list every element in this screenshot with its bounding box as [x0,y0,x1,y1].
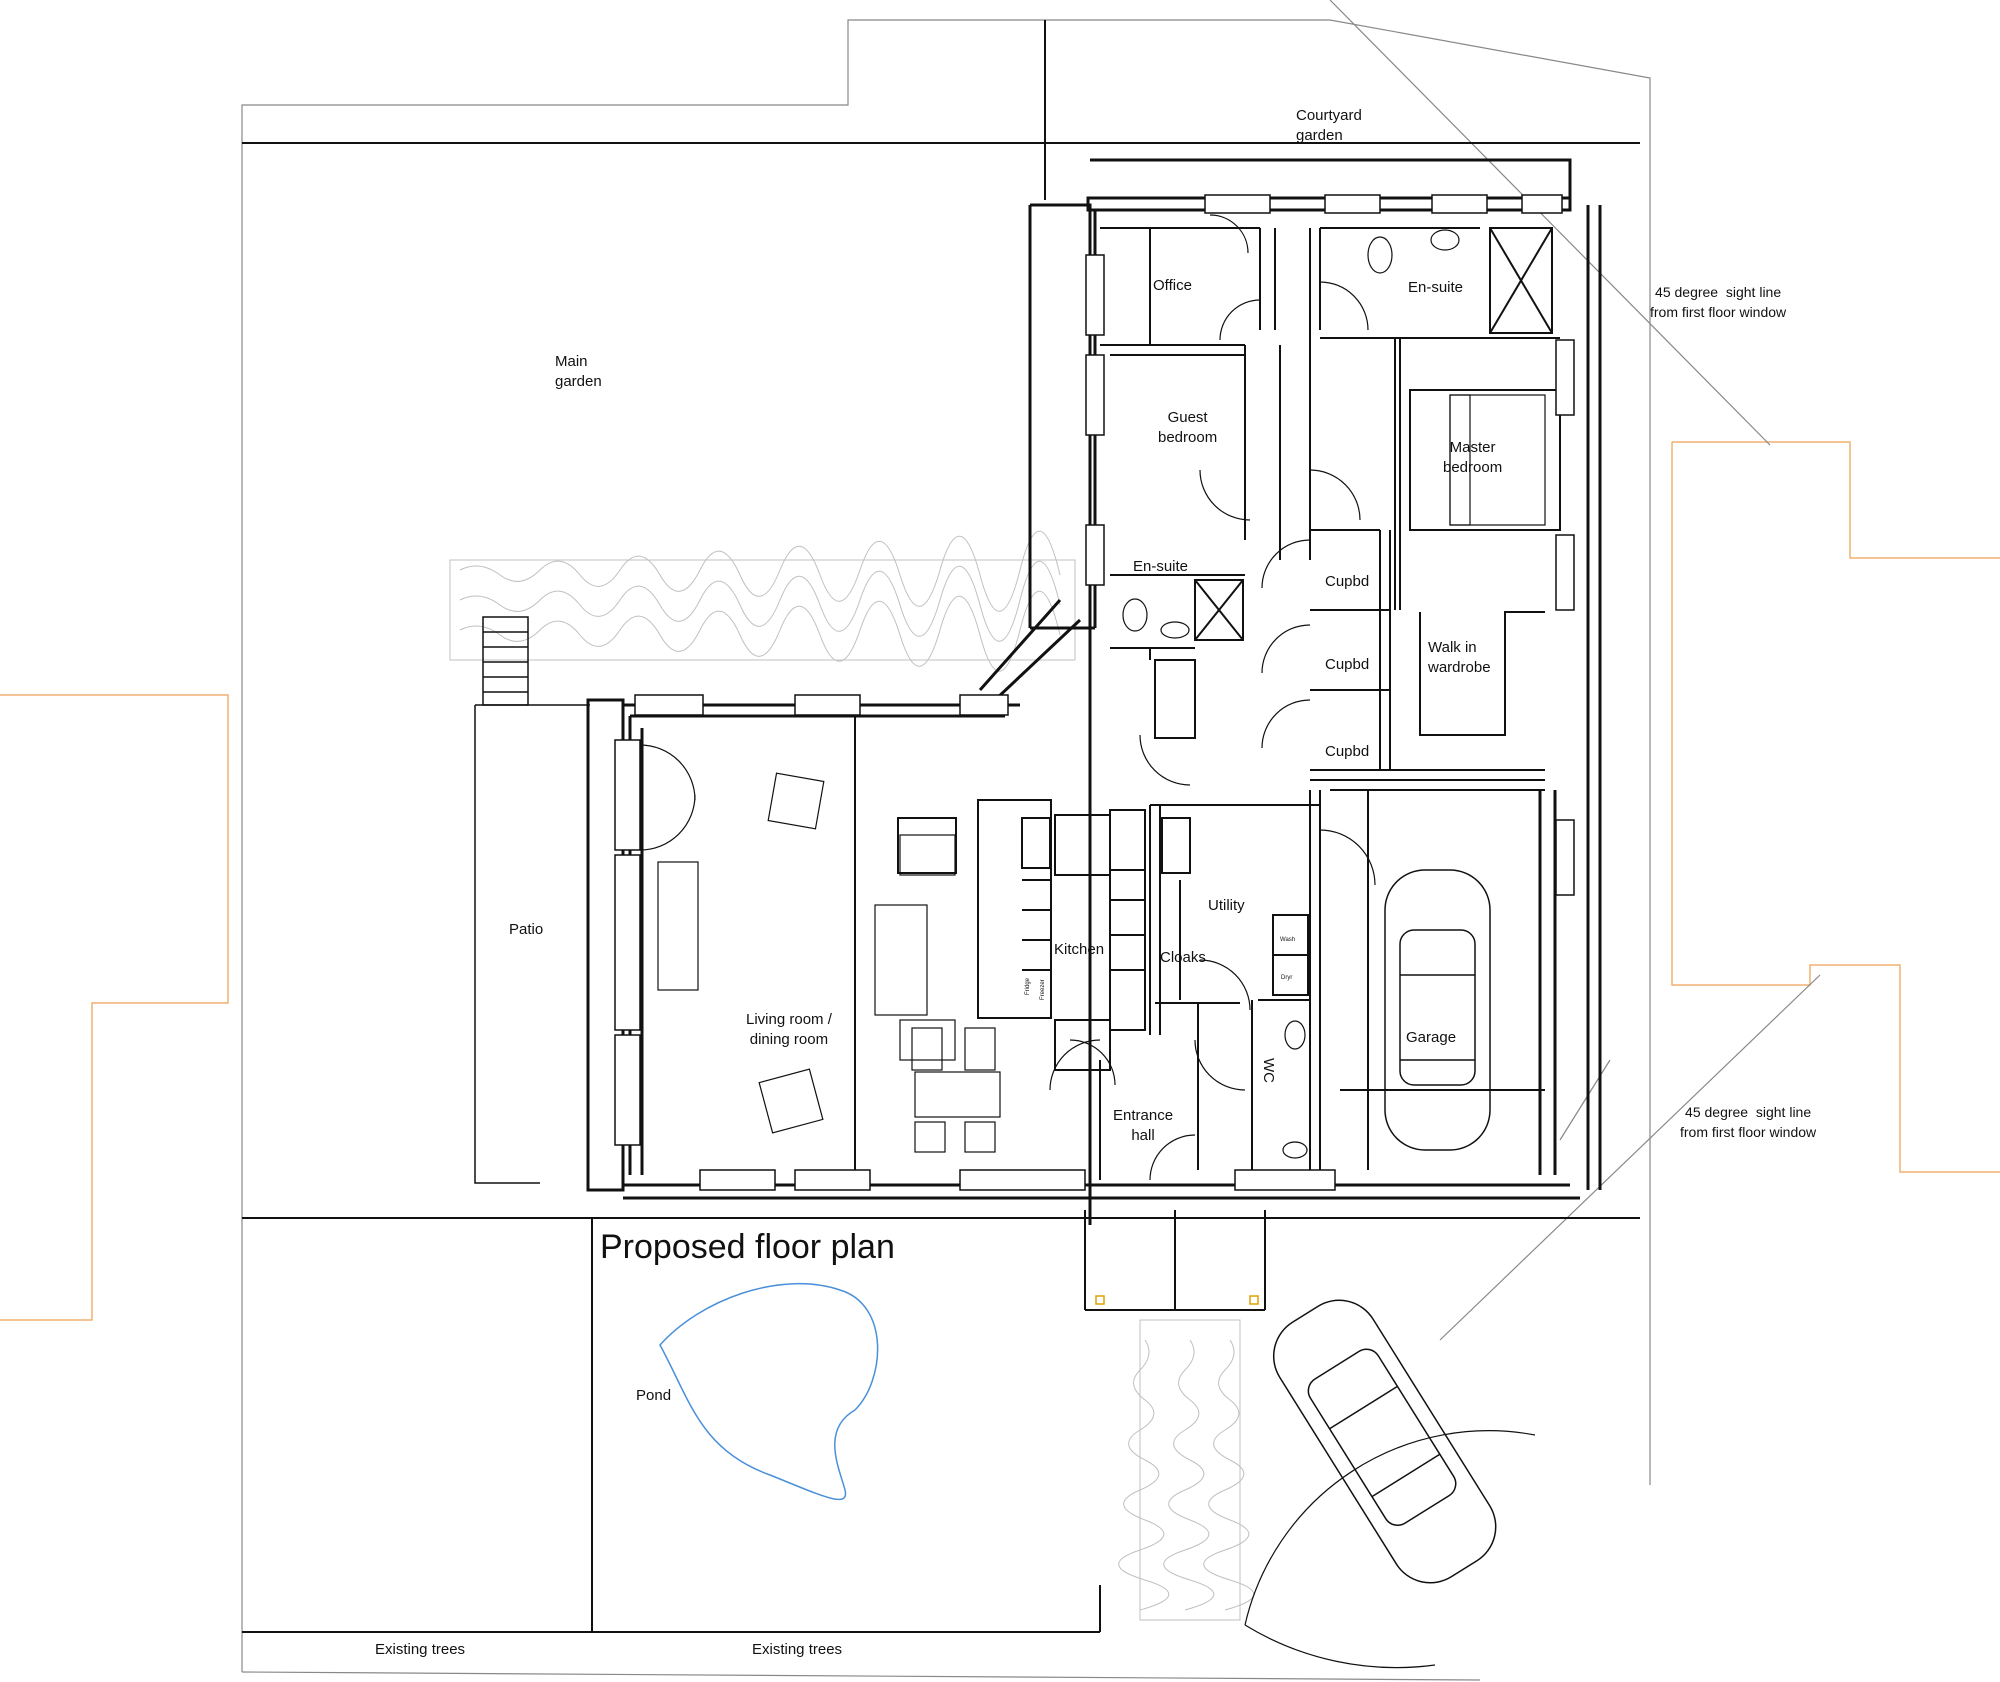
entrance-hall-label: Entrance hall [1113,1107,1174,1144]
car-on-driveway [1272,1299,1497,1584]
existing-trees-right-label: Existing trees [752,1641,843,1658]
furniture [657,229,1546,1159]
wc-label: WC [1260,1058,1277,1083]
ensuite-guest-label: En-suite [1133,558,1189,575]
car-in-garage [1384,869,1491,1151]
existing-trees-left-label: Existing trees [375,1641,466,1658]
utility-label: Utility [1208,897,1245,914]
patio-label: Patio [509,921,544,938]
site-lines [242,20,1640,1633]
entrance-marker-left [1095,1295,1105,1305]
pond-outline [659,1282,879,1501]
dryer-label: Dryr [1281,975,1293,981]
ensuite-top-label: En-suite [1408,279,1464,296]
kitchen-label: Kitchen [1054,941,1105,958]
patio [474,616,590,1184]
pond-label: Pond [636,1387,672,1404]
windows [614,194,1575,1191]
guest-bedroom-label: Guest bedroom [1158,409,1218,446]
fridge-label: Fridge [1025,977,1031,995]
cloaks-label: Cloaks [1160,949,1206,966]
freezer-label: Freezer [1040,979,1046,1000]
wash-label: Wash [1280,937,1296,943]
entrance-marker-right [1249,1295,1259,1305]
stone-paving [449,530,1255,1621]
cupbd-1-label: Cupbd [1325,573,1370,590]
garage-label: Garage [1406,1029,1457,1046]
courtyard-label: Courtyard garden [1296,107,1362,144]
master-bedroom-label: Master bedroom [1443,439,1503,476]
neighbour-boundaries [0,441,2000,1321]
site-boundary [241,0,1821,1681]
plan-title: Proposed floor plan [600,1228,895,1266]
sightline-note-top: 45 degree sight line from first floor wi… [1650,284,1787,320]
sightline-note-bottom: 45 degree sight line from first floor wi… [1680,1104,1817,1140]
interior-walls [854,227,1561,1185]
main-garden-label: Main garden [555,353,602,390]
walk-in-wardrobe-label: Walk in wardrobe [1428,639,1491,676]
cupbd-2-label: Cupbd [1325,656,1370,673]
cupbd-3-label: Cupbd [1325,743,1370,760]
office-label: Office [1153,277,1192,294]
doors [639,214,1536,1669]
living-room-label: Living room / dining room [746,1011,832,1048]
